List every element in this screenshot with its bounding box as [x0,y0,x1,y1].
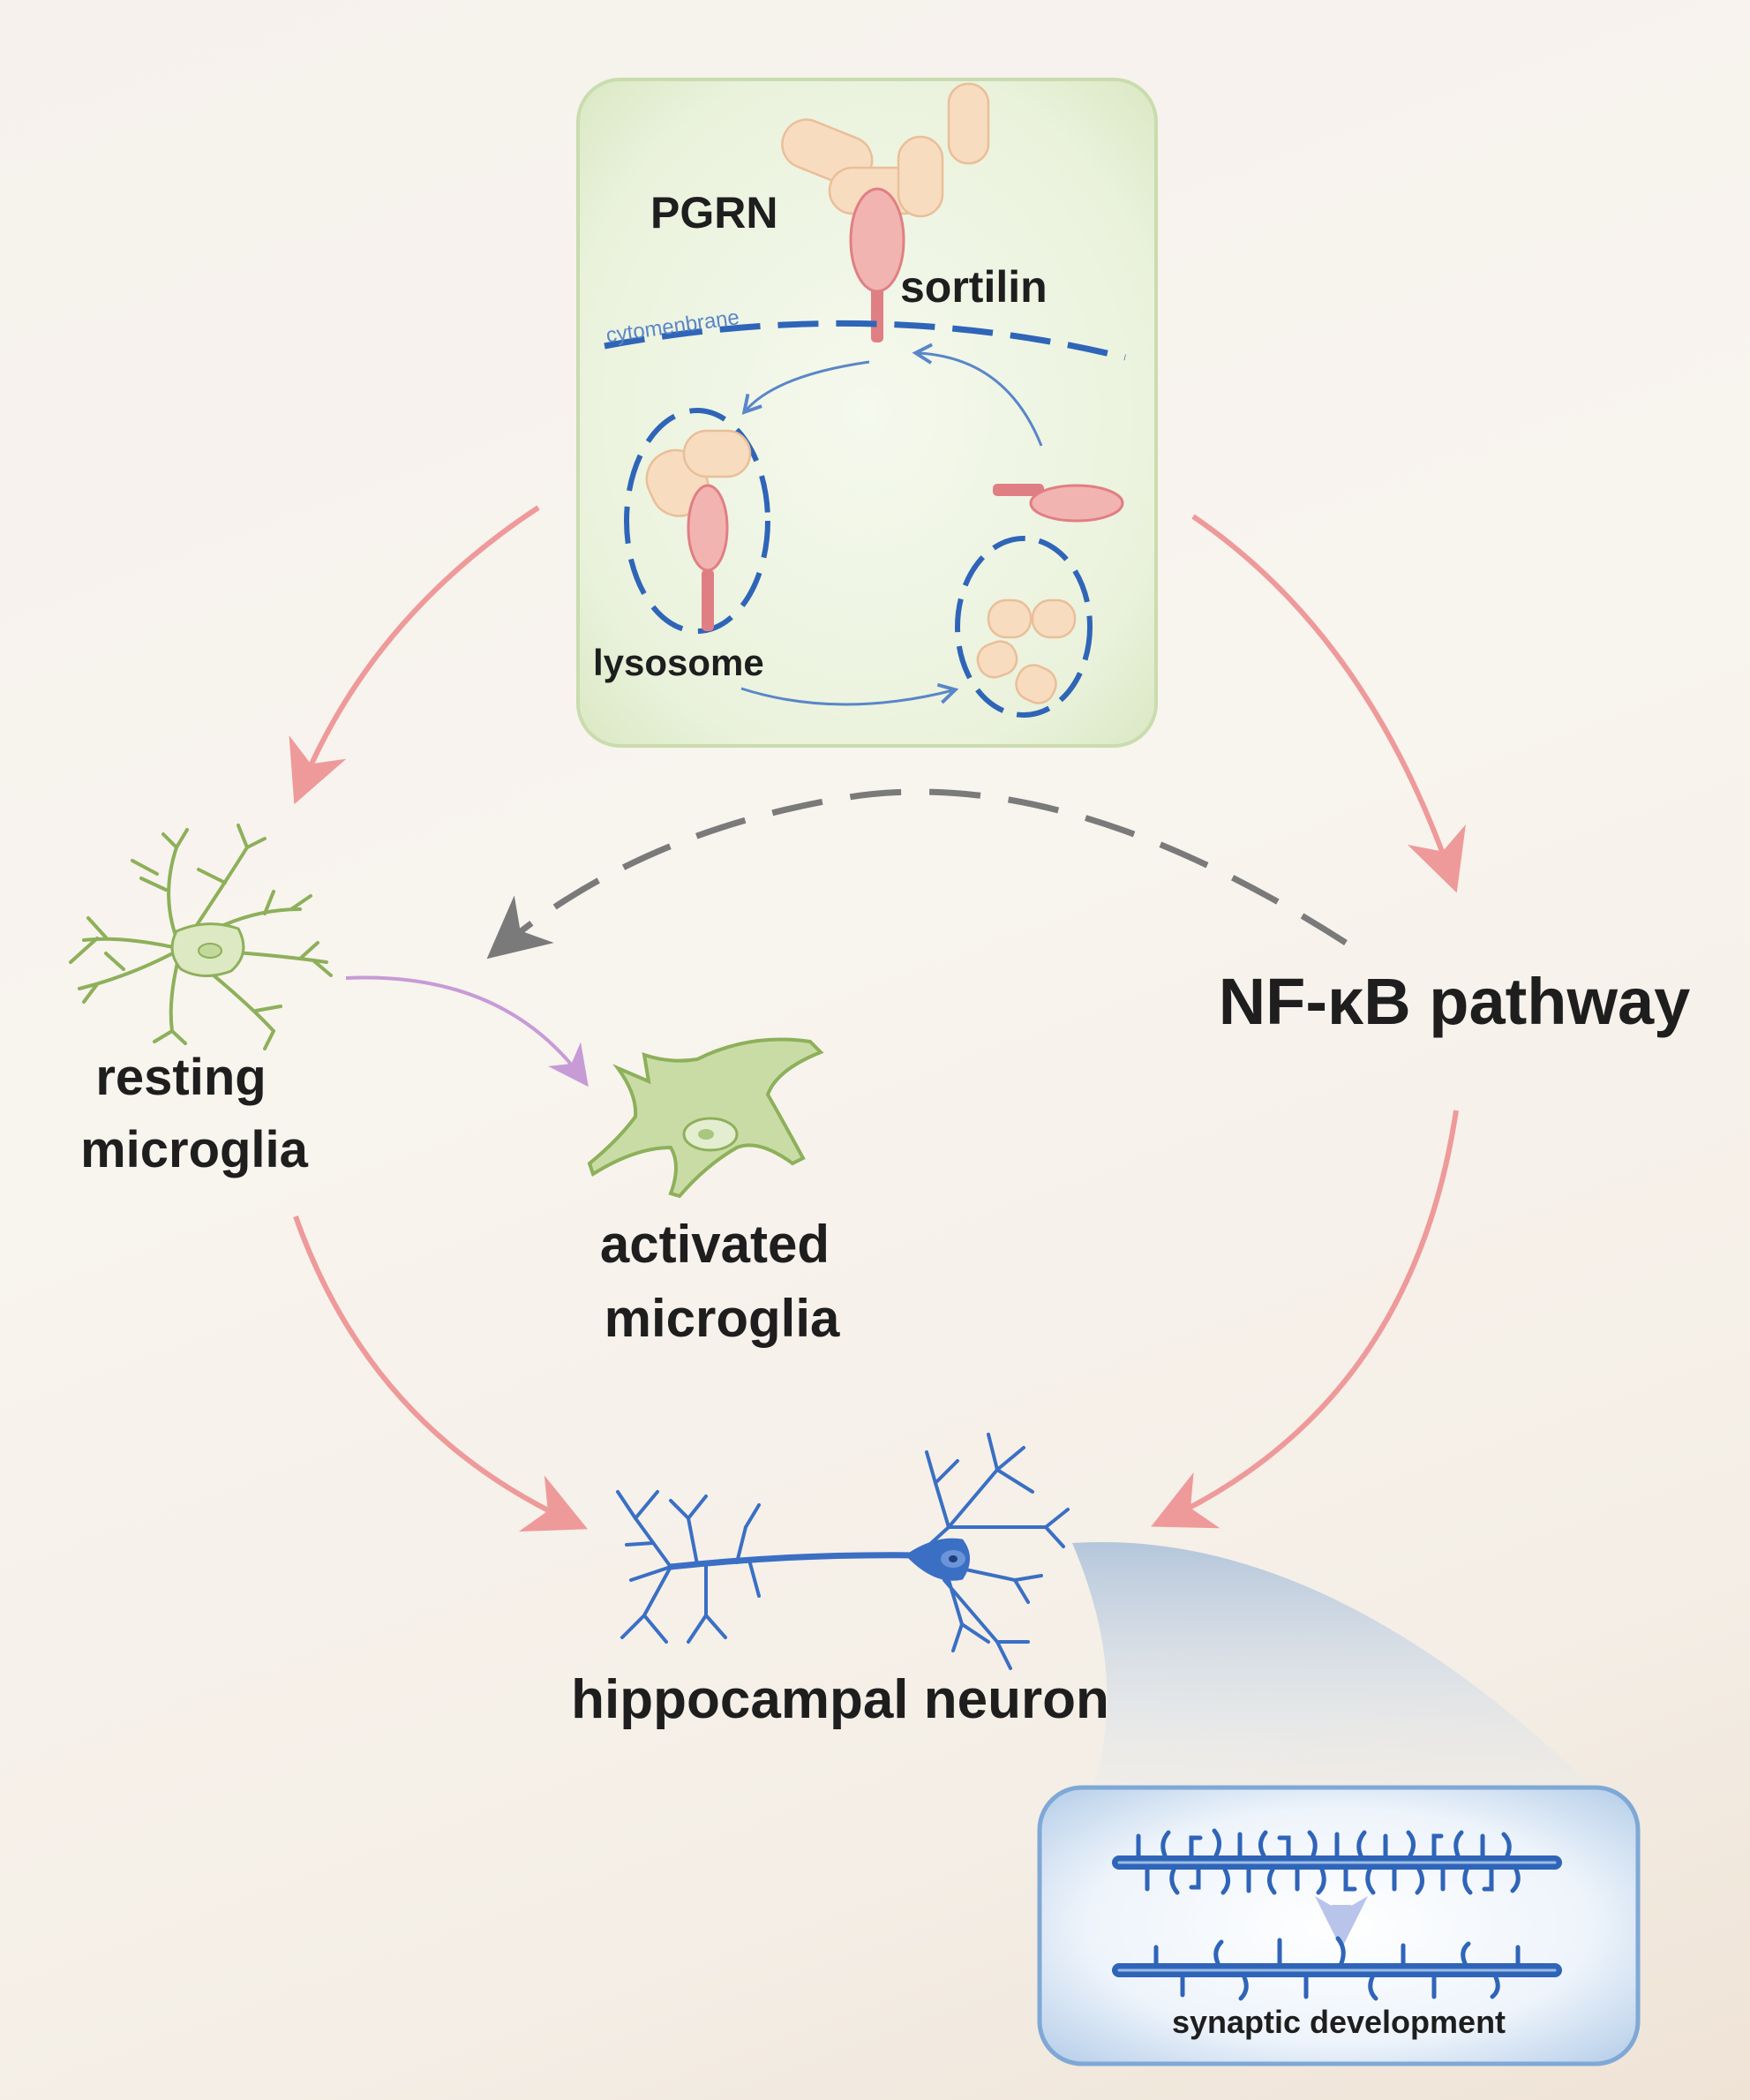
pgrn-sortilin-panel: PGRN sortilin cytomenbrane lysosome [576,78,1158,748]
hippocampal-neuron-label: hippocampal neuron [571,1669,1109,1730]
degradation-vesicle [955,536,1093,718]
green-panel-background [576,78,1158,748]
sortilin-receptor [849,187,905,342]
lysosome-vesicle [624,408,770,634]
arrow-nfkb-to-microglia [486,788,1348,960]
lysosome-label: lysosome [593,642,764,683]
resting-microglia-label-2: microglia [80,1121,309,1178]
synaptic-development-label: synaptic development [1172,2004,1506,2040]
resting-microglia-cell [69,824,333,1050]
nfkb-pathway-label: NF-κB pathway [1219,965,1691,1038]
degradation-arrow [740,682,959,706]
recycling-arrow [912,342,1043,447]
activated-microglia-cell [587,1037,824,1199]
cytomembrane-line [604,320,1126,361]
arrow-pgrn-to-nfkb [1191,514,1466,893]
sparse-spines-dendrite [1112,1936,1562,2001]
arrow-resting-to-activated [345,975,589,1088]
endocytosis-arrow [741,360,870,415]
arrow-resting-to-neuron [293,1216,588,1532]
arrow-nfkb-to-neuron [1151,1110,1459,1529]
arrow-pgrn-to-resting [289,505,540,805]
activated-microglia-label-2: microglia [605,1289,840,1348]
pgrn-molecules [781,82,990,218]
inset-spotlight [1072,1541,1593,1788]
activated-microglia-label-1: activated [600,1215,830,1274]
hippocampal-neuron [616,1433,1070,1670]
recycled-sortilin [993,484,1124,523]
resting-microglia-label-1: resting [95,1049,266,1106]
dense-spines-dendrite [1112,1828,1562,1895]
synaptic-development-inset: synaptic development [1037,1785,1641,2066]
pgrn-label: PGRN [650,188,777,237]
sortilin-label: sortilin [900,262,1048,312]
